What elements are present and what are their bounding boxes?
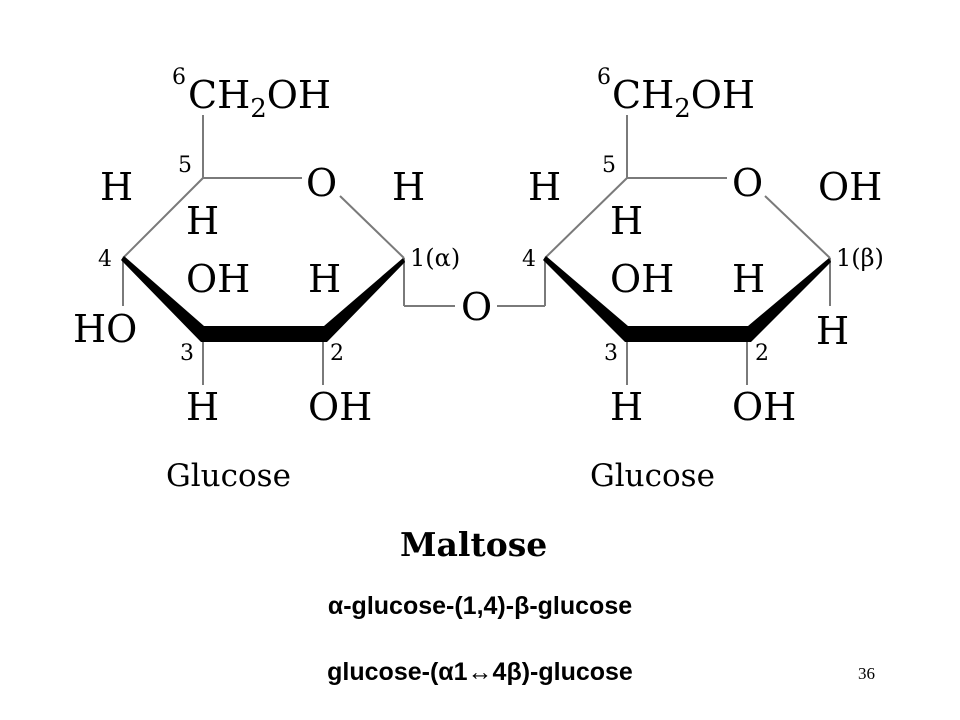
- page-number: 36: [858, 664, 875, 683]
- left-c2-number: 2: [330, 341, 344, 366]
- left-c6-number: 6: [172, 65, 186, 90]
- right-c5-h: H: [610, 199, 643, 243]
- right-c4-h-top: H: [528, 165, 561, 209]
- right-ring-bonds: [497, 115, 831, 385]
- right-c3-number: 3: [604, 341, 618, 366]
- right-c2-number: 2: [755, 341, 769, 366]
- right-c1-h: H: [816, 309, 849, 353]
- left-ring-front-edge: [121, 256, 405, 342]
- diagram-title: Maltose: [400, 525, 547, 564]
- right-ch2oh: CH2OH: [612, 73, 755, 124]
- right-c3-oh: OH: [610, 257, 674, 301]
- left-ch2oh: CH2OH: [188, 73, 331, 124]
- right-c6-number: 6: [597, 65, 611, 90]
- right-ring-oxygen: O: [732, 161, 763, 205]
- left-c2-h: H: [308, 257, 341, 301]
- left-c3-h: H: [186, 385, 219, 429]
- nomenclature-line-1: α-glucose-(1,4)-β-glucose: [327, 592, 633, 620]
- left-c3-oh: OH: [186, 257, 250, 301]
- left-c1-h: H: [392, 165, 425, 209]
- right-c5-number: 5: [602, 153, 616, 178]
- right-c2-oh: OH: [732, 385, 796, 429]
- left-c4-ho: HO: [73, 307, 137, 351]
- left-ring-bonds: [121, 115, 455, 385]
- left-ring-oxygen: O: [306, 161, 337, 205]
- right-c3-h: H: [610, 385, 643, 429]
- left-c2-oh: OH: [308, 385, 372, 429]
- nomenclature-line-2: glucose-(α1↔4β)-glucose: [327, 658, 633, 686]
- left-c4-number: 4: [98, 247, 112, 272]
- right-caption: Glucose: [590, 458, 715, 494]
- left-c3-number: 3: [180, 341, 194, 366]
- right-c4-number: 4: [522, 247, 536, 272]
- right-ring-front-edge: [543, 256, 831, 342]
- left-c1-anomer-label: 1(α): [410, 244, 460, 272]
- right-c1-anomer-label: 1(β): [836, 244, 884, 272]
- right-c2-h: H: [732, 257, 765, 301]
- left-c4-h-top: H: [100, 165, 133, 209]
- left-caption: Glucose: [166, 458, 291, 494]
- right-c1-oh: OH: [818, 165, 882, 209]
- glycosidic-oxygen: O: [461, 285, 492, 329]
- left-c5-h: H: [186, 199, 219, 243]
- left-c5-number: 5: [178, 153, 192, 178]
